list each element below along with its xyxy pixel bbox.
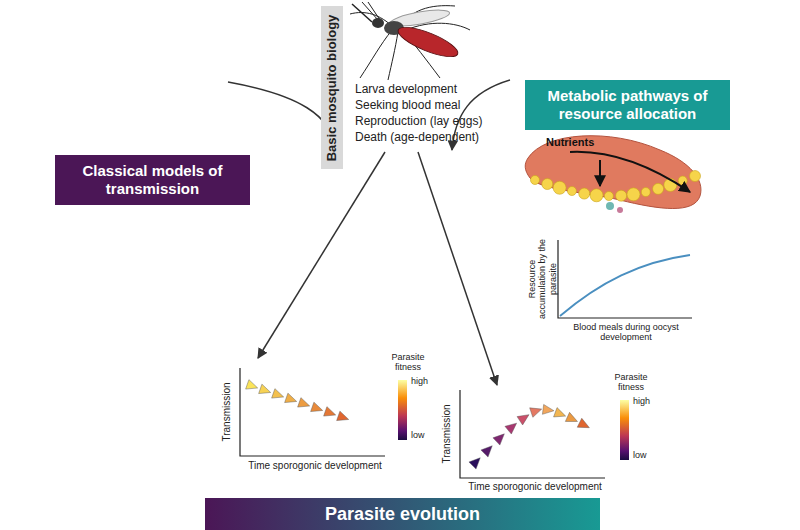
text-label: high bbox=[411, 376, 428, 386]
axis-label: Transmission bbox=[441, 404, 453, 463]
text-label: Parasite fitness bbox=[603, 372, 659, 393]
text-label: high bbox=[633, 396, 650, 406]
text-label: low bbox=[411, 430, 425, 440]
arrow-line bbox=[258, 152, 385, 358]
node-text: Metabolic pathways of resource allocatio… bbox=[535, 87, 720, 123]
transmission-chart bbox=[460, 390, 629, 478]
midgut bbox=[525, 136, 701, 213]
axis-label: Resource accumulation by the parasite bbox=[527, 237, 558, 321]
text-label: Parasite fitness bbox=[380, 352, 436, 373]
node-text: Classical models of transmission bbox=[65, 162, 240, 198]
model-box: Metabolic pathways of resource allocatio… bbox=[525, 80, 730, 130]
text-label: Time sporogonic development bbox=[460, 481, 610, 493]
transmission-chart bbox=[240, 368, 407, 456]
text-label: Seeking blood meal bbox=[355, 99, 460, 113]
mosquito bbox=[350, 2, 470, 80]
text-label: Nutrients bbox=[546, 136, 594, 149]
node-text: Parasite evolution bbox=[213, 504, 592, 526]
node-text: Basic mosquito biology bbox=[324, 14, 340, 161]
axis-label: Transmission bbox=[221, 382, 233, 441]
model-box: Classical models of transmission bbox=[55, 155, 250, 205]
text-label: Blood meals during oocyst development bbox=[560, 322, 692, 343]
outcome-band: Parasite evolution bbox=[205, 498, 600, 530]
text-label: Time sporogonic development bbox=[240, 460, 390, 472]
text-label: Reproduction (lay eggs) bbox=[355, 115, 482, 129]
arrow-line bbox=[418, 152, 497, 385]
text-label: Death (age-dependent) bbox=[355, 131, 479, 145]
title-band: Basic mosquito biology bbox=[321, 6, 343, 169]
text-label: Larva development bbox=[355, 83, 457, 97]
text-label: low bbox=[633, 450, 647, 460]
resource-graph bbox=[558, 240, 692, 318]
